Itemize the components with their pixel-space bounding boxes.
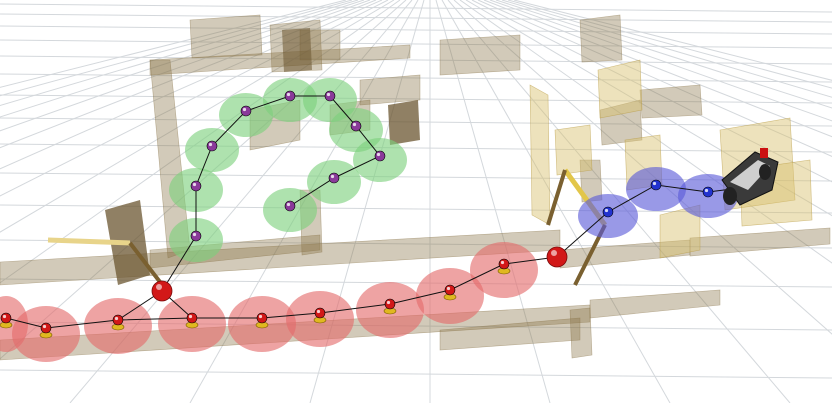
green-node-highlight [353, 123, 356, 126]
grid-line [0, 370, 832, 378]
green-node-highlight [209, 143, 212, 146]
green-node [285, 91, 295, 101]
grid-line [0, 144, 832, 152]
obstacle [282, 28, 312, 72]
green-node-highlight [193, 183, 196, 186]
green-node-highlight [287, 93, 290, 96]
panel [598, 60, 642, 118]
robot-wheel [723, 187, 737, 205]
red-node [257, 313, 267, 323]
wall [440, 35, 520, 75]
red-node-highlight [387, 301, 390, 304]
robot-sensor [760, 148, 768, 158]
wall [690, 228, 830, 256]
grid-line [0, 4, 832, 12]
green-node [325, 91, 335, 101]
grid-line [0, 14, 832, 22]
red-node-highlight [115, 317, 118, 320]
green-node-highlight [331, 175, 334, 178]
green-node [191, 181, 201, 191]
wall [580, 15, 622, 62]
green-node [241, 106, 251, 116]
green-node-highlight [377, 153, 380, 156]
blue-node-highlight [705, 189, 708, 192]
green-node [375, 151, 385, 161]
wall [640, 85, 702, 118]
red-node [187, 313, 197, 323]
red-node-highlight [501, 261, 504, 264]
green-node-highlight [327, 93, 330, 96]
wall [360, 75, 420, 105]
blue-node-highlight [653, 182, 656, 185]
blue-node-highlight [605, 209, 608, 212]
red-node [445, 285, 455, 295]
wall [190, 15, 262, 58]
red-node-highlight [3, 315, 6, 318]
green-node [329, 173, 339, 183]
red-node [315, 308, 325, 318]
robot-wheel [759, 164, 771, 180]
junction-highlight [156, 284, 162, 290]
red-node [1, 313, 11, 323]
green-node-highlight [193, 233, 196, 236]
junction-node [152, 281, 172, 301]
red-node-highlight [259, 315, 262, 318]
green-node [191, 231, 201, 241]
green-node-highlight [243, 108, 246, 111]
green-node [207, 141, 217, 151]
red-node-highlight [317, 310, 320, 313]
doorframe-beam [48, 240, 130, 243]
junction-node [547, 247, 567, 267]
wall [590, 290, 720, 318]
green-node-highlight [287, 203, 290, 206]
red-node-highlight [447, 287, 450, 290]
red-node [499, 259, 509, 269]
panel [530, 85, 550, 225]
junction-highlight [551, 250, 557, 256]
blue-node [703, 187, 713, 197]
obstacle [388, 100, 420, 145]
red-node [41, 323, 51, 333]
red-node-highlight [43, 325, 46, 328]
green-node [285, 201, 295, 211]
red-node-highlight [189, 315, 192, 318]
green-node [351, 121, 361, 131]
panel [555, 125, 592, 175]
grid-line [0, 40, 832, 48]
red-node [385, 299, 395, 309]
blue-node [651, 180, 661, 190]
blue-node [603, 207, 613, 217]
red-node [113, 315, 123, 325]
